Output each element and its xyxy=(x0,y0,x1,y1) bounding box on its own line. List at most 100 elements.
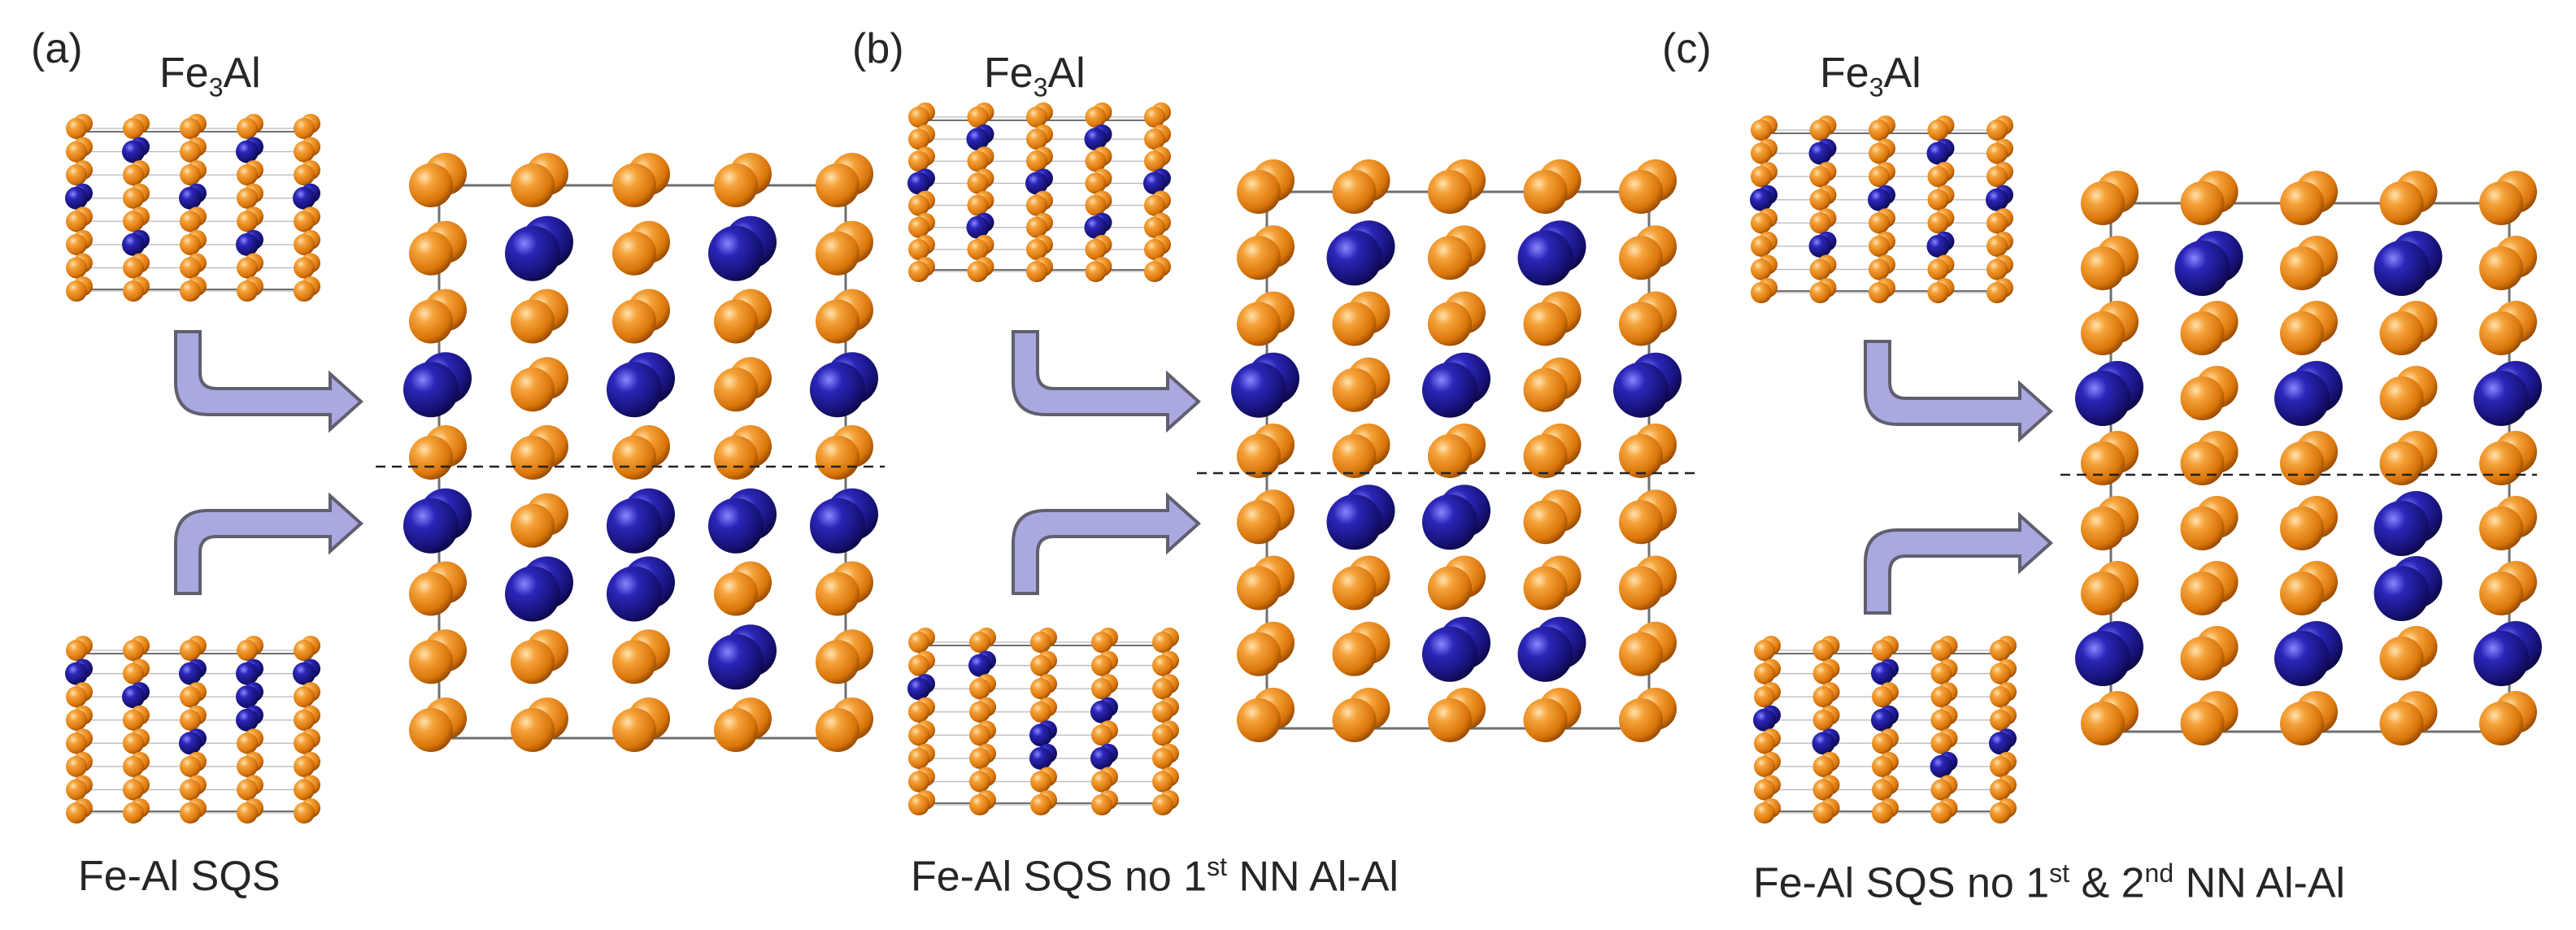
fe-atom xyxy=(123,280,144,302)
fe-atom xyxy=(123,257,144,279)
fe-atom xyxy=(1872,732,1893,754)
fe-atom xyxy=(612,299,656,344)
fe-atom xyxy=(409,299,453,344)
fe-atom xyxy=(1619,302,1663,346)
fe-atom xyxy=(1927,259,1949,280)
fe-atom xyxy=(2081,246,2125,290)
fe-atom xyxy=(511,436,555,480)
fe-atom xyxy=(180,233,201,255)
fe-atom xyxy=(908,261,929,282)
fe-atom xyxy=(180,640,201,661)
fe-atom xyxy=(967,172,989,194)
fe-atom xyxy=(714,163,758,207)
fe-atom xyxy=(908,128,929,150)
fe-atom xyxy=(1869,120,1890,141)
fe-atom xyxy=(2081,311,2125,355)
fe-atom xyxy=(1144,238,1165,260)
fe-atom xyxy=(511,708,555,752)
fe-atom xyxy=(1332,698,1377,742)
fe-atom xyxy=(294,732,315,754)
fe-atom xyxy=(1619,698,1663,742)
al-atom xyxy=(236,232,259,256)
al-atom xyxy=(2374,566,2430,621)
al-atom xyxy=(2274,371,2330,426)
fe-atom xyxy=(1754,663,1775,684)
al-atom xyxy=(236,662,259,685)
top-structure-title: Fe3Al xyxy=(159,50,261,102)
al-atom xyxy=(1326,494,1382,550)
fe-atom xyxy=(2379,637,2424,680)
fe-atom xyxy=(1152,701,1173,723)
fe-atom xyxy=(2280,702,2324,745)
fe-atom xyxy=(1085,172,1107,194)
fe-atom xyxy=(1237,236,1281,280)
fe-atom xyxy=(123,663,144,684)
fe-atom xyxy=(1930,802,1952,824)
fe-atom xyxy=(294,640,315,661)
fe-atom xyxy=(1812,802,1834,824)
fe-atom xyxy=(1930,663,1952,684)
fe-atom xyxy=(511,503,555,548)
fe-atom xyxy=(1428,566,1472,611)
fe-atom xyxy=(969,701,990,723)
al-atom xyxy=(1517,230,1573,286)
al-atom xyxy=(2374,501,2430,556)
fe-atom xyxy=(908,632,929,653)
fe-atom xyxy=(1237,566,1281,611)
fe-atom xyxy=(1152,794,1173,815)
fe-atom xyxy=(180,709,201,731)
fe-atom xyxy=(180,755,201,777)
al-atom xyxy=(1143,172,1166,195)
fe-atom xyxy=(180,164,201,186)
panel-label: (a) xyxy=(31,25,83,72)
fe-atom xyxy=(1619,500,1663,545)
fe-atom xyxy=(2280,571,2324,615)
fe-atom xyxy=(1237,302,1281,346)
fe-atom xyxy=(237,211,258,232)
fe-atom xyxy=(816,299,859,344)
fe-atom xyxy=(2180,181,2225,225)
al-atom xyxy=(607,362,662,418)
fe-atom xyxy=(1986,142,2008,164)
fe-atom xyxy=(908,654,929,676)
fe-atom xyxy=(1809,189,1831,211)
fe-atom xyxy=(294,141,315,163)
al-atom xyxy=(505,566,560,622)
fe-atom xyxy=(1927,120,1949,141)
fe-atom xyxy=(908,216,929,238)
fe-atom xyxy=(1869,235,1890,257)
fe-atom xyxy=(511,299,555,344)
fe-atom xyxy=(969,678,990,700)
fe-atom xyxy=(1930,686,1952,708)
fe-atom xyxy=(1091,771,1112,793)
fe-atom xyxy=(409,640,453,684)
al-atom xyxy=(1812,732,1835,755)
al-atom xyxy=(2274,631,2330,686)
al-atom xyxy=(907,172,930,195)
fe-atom xyxy=(294,164,315,186)
fe-atom xyxy=(1619,170,1663,214)
al-atom xyxy=(65,662,88,685)
fe-atom xyxy=(1990,755,2011,777)
al-atom xyxy=(1090,700,1113,724)
fe-atom xyxy=(1809,212,1831,234)
al-atom xyxy=(1750,188,1773,211)
fe-atom xyxy=(908,106,929,128)
al-atom xyxy=(179,662,202,685)
fe-atom xyxy=(1085,194,1107,216)
fe-atom xyxy=(1990,802,2011,824)
fe-atom xyxy=(1428,698,1472,742)
fe-atom xyxy=(237,732,258,754)
fe-atom xyxy=(1872,779,1893,801)
fe-atom xyxy=(237,755,258,777)
al-atom xyxy=(1029,746,1052,770)
fe-atom xyxy=(1085,261,1107,282)
al-atom xyxy=(1808,141,1832,165)
fe-atom xyxy=(180,280,201,302)
fe-atom xyxy=(1751,282,1772,303)
fe-atom xyxy=(1930,779,1952,801)
fe-atom xyxy=(123,211,144,232)
fe-atom xyxy=(66,211,87,232)
fe-atom xyxy=(2479,181,2523,225)
al-atom xyxy=(293,662,315,685)
